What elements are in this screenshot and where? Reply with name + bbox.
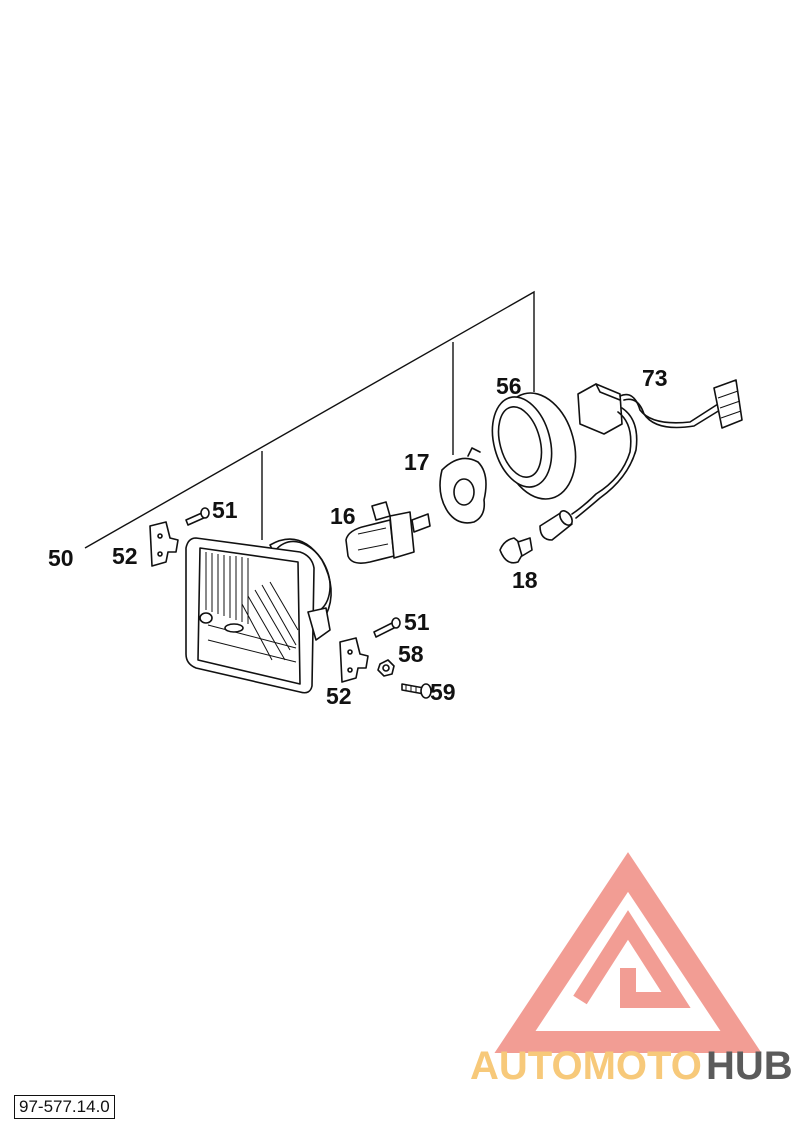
document-number: 97-577.14.0 bbox=[14, 1095, 115, 1119]
callout-18: 18 bbox=[512, 567, 538, 593]
watermark-part2: HUB bbox=[706, 1044, 793, 1088]
retainer-17 bbox=[439, 447, 487, 524]
callout-16: 16 bbox=[330, 503, 356, 529]
watermark-logo bbox=[494, 852, 762, 1053]
callout-51-lower: 51 bbox=[404, 609, 430, 635]
bracket-52-lower bbox=[339, 637, 369, 683]
callout-52-lower: 52 bbox=[326, 683, 352, 709]
bulb-16 bbox=[345, 501, 431, 564]
callout-51-upper: 51 bbox=[212, 497, 238, 523]
screw-51-lower bbox=[373, 617, 401, 638]
callout-58: 58 bbox=[398, 641, 424, 667]
watermark-part1: AUTOMOTO bbox=[470, 1044, 702, 1088]
screw-59 bbox=[401, 683, 432, 699]
callout-50: 50 bbox=[48, 545, 74, 571]
watermark-text: AUTOMOTO HUB bbox=[470, 1044, 793, 1088]
harness-73 bbox=[539, 379, 743, 541]
callout-17: 17 bbox=[404, 449, 430, 475]
leader-lines bbox=[84, 290, 535, 549]
bracket-52-upper bbox=[149, 521, 179, 567]
callouts: 50 51 52 16 17 56 73 18 51 58 52 59 bbox=[48, 365, 668, 709]
bulb-18 bbox=[499, 537, 533, 564]
boot-56 bbox=[491, 392, 577, 500]
callout-59: 59 bbox=[430, 679, 456, 705]
screw-51-upper bbox=[185, 507, 210, 526]
nut-58 bbox=[377, 659, 395, 677]
callout-56: 56 bbox=[496, 373, 522, 399]
callout-52-upper: 52 bbox=[112, 543, 138, 569]
callout-73: 73 bbox=[642, 365, 668, 391]
headlight-housing bbox=[185, 537, 332, 694]
